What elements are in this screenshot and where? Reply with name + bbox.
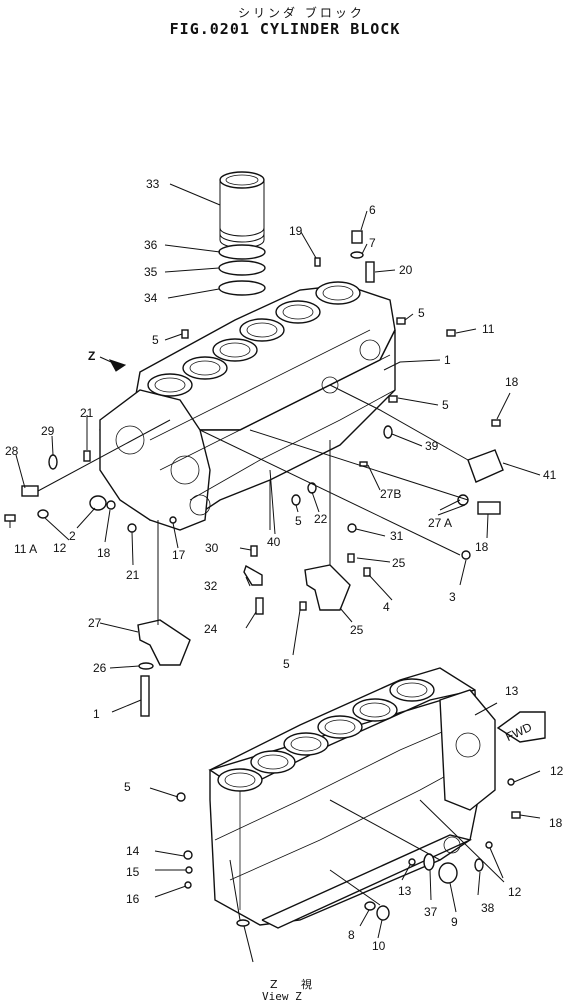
callout: 11 A [14, 542, 37, 556]
callout: 5 [418, 306, 425, 320]
callout: 9 [451, 915, 458, 929]
dowel-20 [365, 261, 375, 283]
callout: 17 [172, 548, 186, 562]
callout: 33 [146, 177, 160, 191]
callout: 18 [549, 816, 563, 830]
washer-27 [138, 662, 154, 670]
callout: 31 [390, 529, 404, 543]
callout: 32 [204, 579, 218, 593]
callout: 5 [152, 333, 159, 347]
callout: 39 [425, 439, 439, 453]
callout: 41 [543, 468, 557, 482]
lower-small-parts [176, 778, 521, 927]
callout: 40 [267, 535, 281, 549]
bearing-cap-4 [304, 564, 351, 611]
callout: 38 [481, 901, 495, 915]
cylinder-liner [219, 171, 265, 249]
callout: 13 [398, 884, 412, 898]
o-ring-35 [218, 260, 266, 276]
o-ring-36 [218, 244, 266, 260]
callout: 37 [424, 905, 438, 919]
callout: 5 [295, 514, 302, 528]
bolt-26 [140, 675, 150, 717]
callout: 27 [88, 616, 102, 630]
callout: 5 [124, 780, 131, 794]
callout: 29 [41, 424, 55, 438]
pin-19 [314, 257, 321, 267]
callout: 24 [204, 622, 218, 636]
callout: 15 [126, 865, 140, 879]
bearing-cap-3 [137, 619, 191, 666]
callout: 34 [144, 291, 158, 305]
callout: 18 [97, 546, 111, 560]
callout: 1 [93, 707, 100, 721]
callout: 6 [369, 203, 376, 217]
callout: 21 [80, 406, 94, 420]
callout: 14 [126, 844, 140, 858]
callout: 35 [144, 265, 158, 279]
figure-title: FIG.0201 CYLINDER BLOCK [169, 20, 401, 38]
fwd-direction-tag: FWD [496, 711, 546, 744]
callout: 10 [372, 939, 386, 953]
gasket-7 [350, 251, 364, 259]
title-japanese: シリンダ ブロック [238, 6, 365, 20]
callout: 16 [126, 892, 140, 906]
callout: 19 [289, 224, 303, 238]
callout: 12 [53, 541, 67, 555]
callout: 12 [550, 764, 564, 778]
callout: 26 [93, 661, 107, 675]
callout: 25 [392, 556, 406, 570]
lower-block-drawing [208, 667, 496, 929]
callout: 25 [350, 623, 364, 637]
plug-27a [477, 501, 501, 515]
callout: 18 [475, 540, 489, 554]
callout: 28 [5, 444, 19, 458]
view-caption: View Z [262, 990, 302, 1003]
callout: 13 [505, 684, 519, 698]
callout: 18 [505, 375, 519, 389]
callout: 27B [380, 487, 401, 501]
callout: 30 [205, 541, 219, 555]
callout: 4 [383, 600, 390, 614]
o-ring-34 [218, 280, 266, 296]
callout: 5 [442, 398, 449, 412]
nozzle-30 [243, 564, 263, 586]
view-z-marker: Z [88, 349, 95, 363]
callout: 36 [144, 238, 158, 252]
small-plugs [4, 317, 501, 615]
leader-lines-lower [149, 702, 541, 963]
callout: 5 [283, 657, 290, 671]
view-z-arrow [99, 356, 127, 372]
callout: 3 [449, 590, 456, 604]
callout-labels: 33 36 35 34 19 6 7 20 5 11 1 18 5 39 41 … [5, 177, 564, 953]
callout: 21 [126, 568, 140, 582]
leader-lines-upper [9, 183, 541, 713]
callout: 11 [482, 322, 495, 336]
view-caption-japanese: Z 視 [270, 978, 323, 991]
callout: 1 [444, 353, 451, 367]
callout: 22 [314, 512, 328, 526]
callout: 27 A [428, 516, 452, 530]
callout: 8 [348, 928, 355, 942]
cover-plate-41 [467, 449, 504, 483]
upper-block-drawing [99, 281, 396, 531]
callout: 7 [369, 236, 376, 250]
callout: 12 [508, 885, 522, 899]
callout: 2 [69, 529, 76, 543]
plug-6 [351, 230, 363, 244]
callout: 20 [399, 263, 413, 277]
